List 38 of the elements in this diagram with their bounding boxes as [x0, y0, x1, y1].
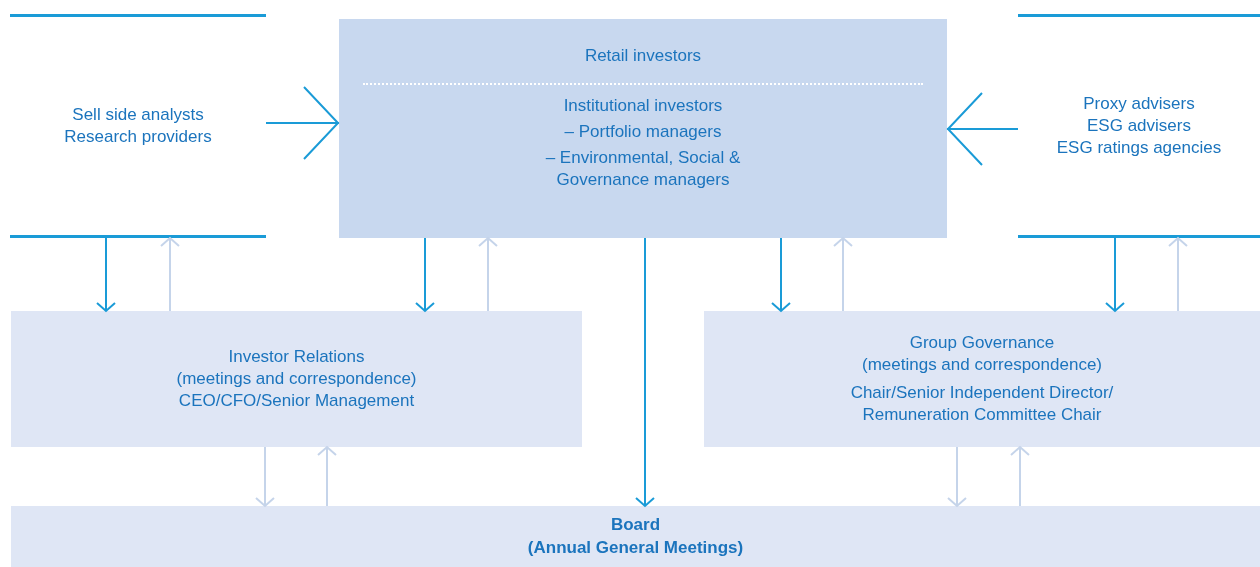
engagement-box — [11, 311, 582, 447]
node-text: – Portfolio managers — [563, 121, 723, 144]
node-text: Board — [609, 514, 662, 537]
node-text: Chair/Senior Independent Director/ Remuneration Committee Chair — [849, 382, 1115, 427]
node-text: Institutional investors — [562, 95, 724, 118]
node-text: Group Governance — [908, 331, 1056, 354]
engagement-box — [704, 311, 1260, 447]
node-text: (Annual General Meetings) — [526, 536, 745, 559]
arrow — [317, 446, 337, 507]
board-band — [11, 506, 1260, 567]
arrow — [160, 237, 180, 312]
node-text: Investor Relations — [227, 345, 366, 368]
chevron-arrow — [265, 86, 340, 160]
chevron-arrow — [946, 92, 1019, 166]
arrow — [96, 237, 116, 312]
arrow — [1105, 237, 1125, 312]
node-text: ESG advisers — [1086, 114, 1192, 137]
stakeholder-panel — [10, 14, 266, 238]
arrow — [1010, 446, 1030, 507]
node-text: Proxy advisers — [1082, 92, 1196, 115]
arrow — [947, 446, 967, 507]
node-text: – Environmental, Social & Governance managers — [544, 147, 742, 192]
arrow — [635, 237, 655, 507]
arrow — [833, 237, 853, 312]
node-text: CEO/CFO/Senior Management — [177, 390, 416, 413]
node-text: ESG ratings agencies — [1055, 137, 1223, 160]
arrow — [1168, 237, 1188, 312]
node-text: (meetings and correspondence) — [861, 353, 1103, 376]
arrow — [771, 237, 791, 312]
node-text: Retail investors — [583, 45, 703, 67]
investor-box — [339, 19, 947, 238]
node-text: Sell side analysts — [71, 103, 205, 126]
stakeholder-panel — [1018, 14, 1260, 238]
arrow — [415, 237, 435, 312]
node-text: (meetings and correspondence) — [175, 367, 418, 390]
arrow — [255, 446, 275, 507]
node-text: Research providers — [63, 126, 213, 148]
arrow — [478, 237, 498, 312]
